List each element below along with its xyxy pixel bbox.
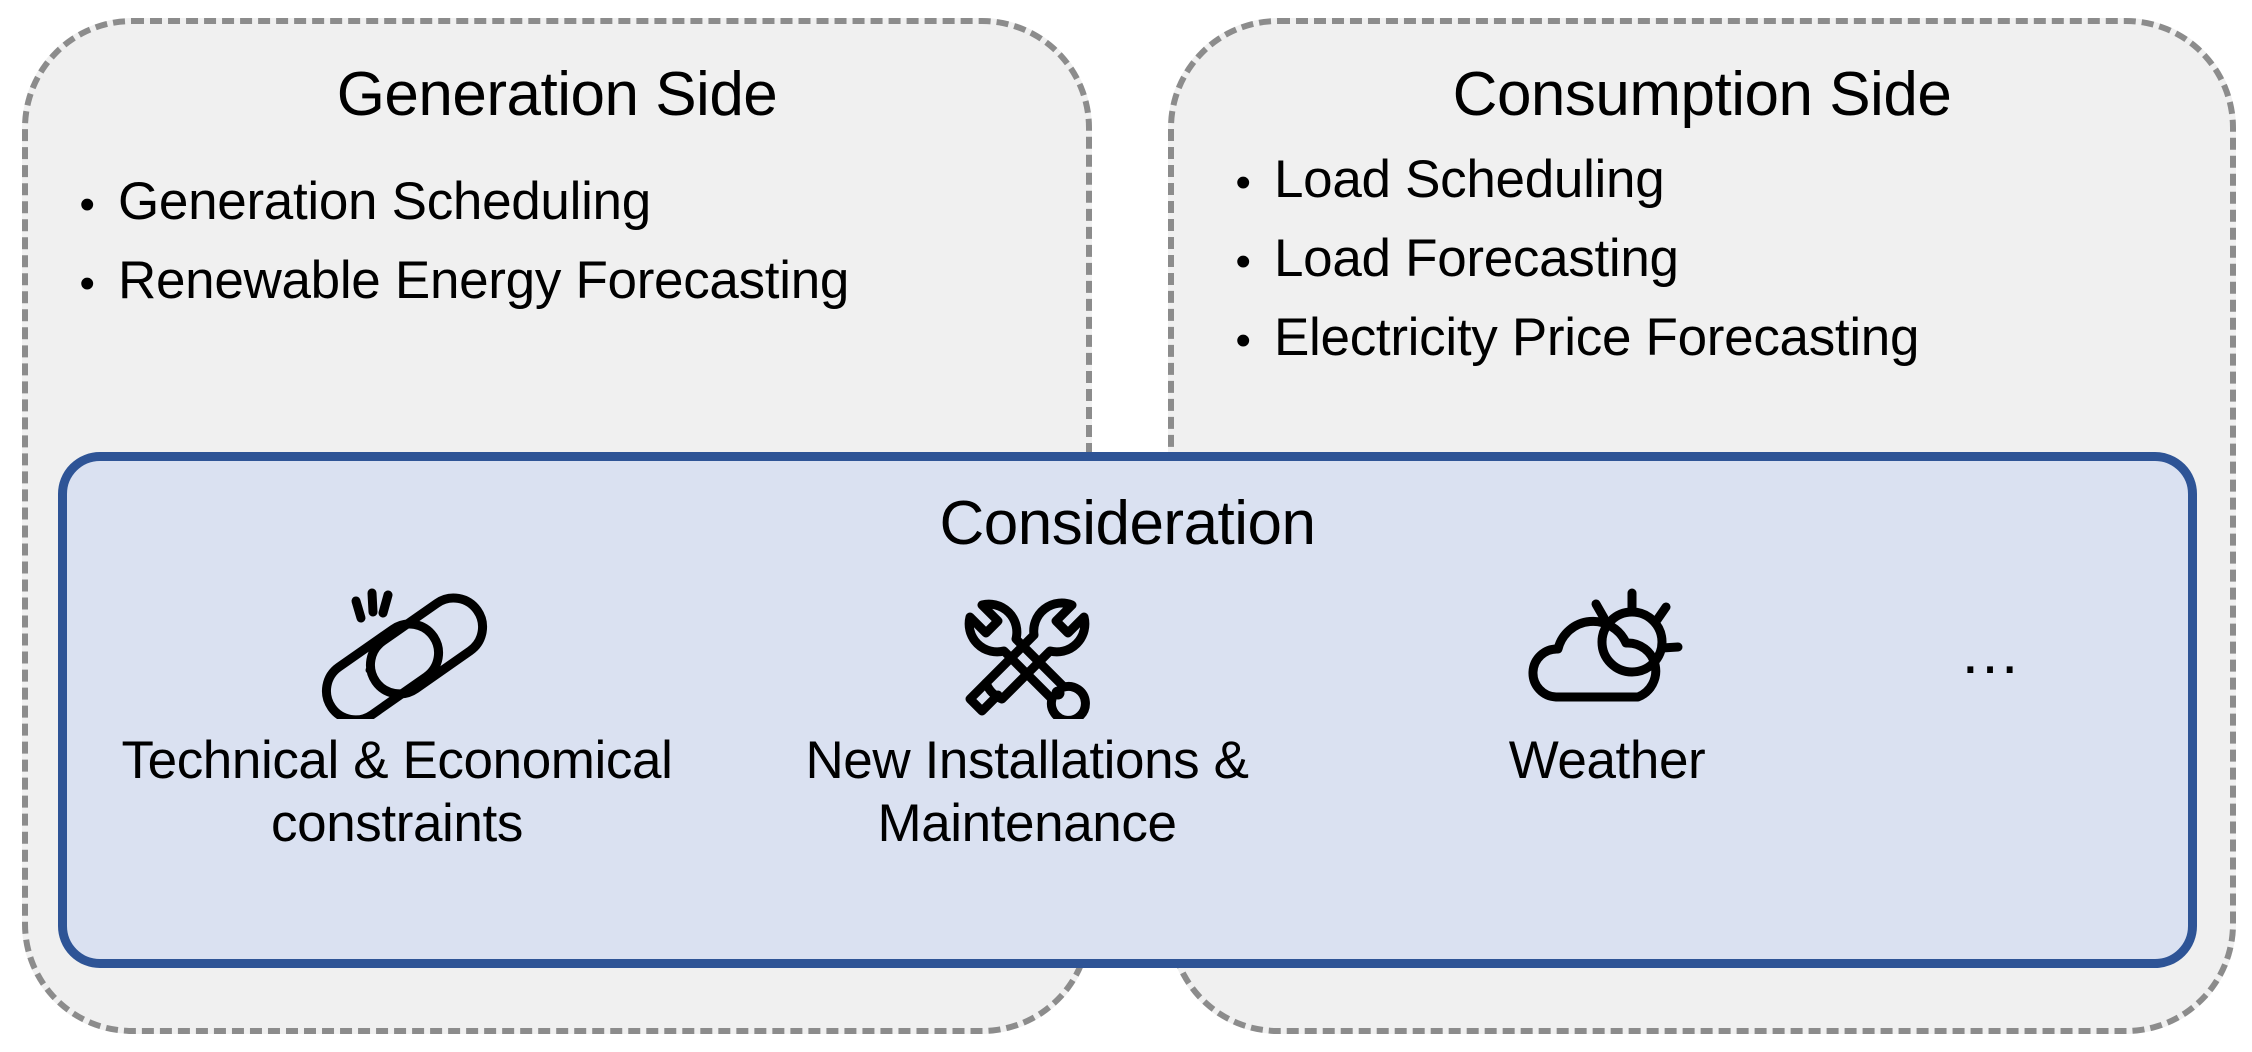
- list-item-label: Renewable Energy Forecasting: [118, 251, 850, 310]
- consideration-item-maintenance: New Installations & Maintenance: [747, 587, 1307, 855]
- bullet-dot-icon: •: [1235, 237, 1251, 286]
- consideration-item-label: Weather: [1508, 731, 1706, 790]
- sun-behind-cloud-icon: [1347, 587, 1867, 719]
- generation-side-bullet-list: • Generation Scheduling • Renewable Ener…: [56, 164, 849, 322]
- list-item: • Load Forecasting: [1212, 221, 1919, 300]
- list-item: • Load Scheduling: [1212, 142, 1919, 221]
- consumption-side-bullet-list: • Load Scheduling • Load Forecasting • E…: [1212, 142, 1919, 379]
- bullet-dot-icon: •: [1235, 158, 1251, 207]
- consideration-box: Consideration: [58, 452, 2197, 968]
- consumption-side-title: Consumption Side: [1452, 60, 1952, 129]
- consideration-items-row: Technical & Economical constraints: [67, 587, 2188, 855]
- consideration-item-weather: Weather: [1347, 587, 1867, 792]
- consideration-item-constraints: Technical & Economical constraints: [77, 587, 717, 855]
- broken-chain-link-icon: [77, 587, 717, 719]
- consideration-item-label: New Installations & Maintenance: [805, 731, 1249, 853]
- list-item-label: Electricity Price Forecasting: [1274, 308, 1920, 367]
- list-item: • Electricity Price Forecasting: [1212, 300, 1919, 379]
- crossed-wrenches-icon: [747, 587, 1307, 719]
- bullet-dot-icon: •: [79, 259, 95, 308]
- bullet-dot-icon: •: [79, 180, 95, 229]
- list-item: • Renewable Energy Forecasting: [56, 243, 849, 322]
- more-considerations-ellipsis: …: [1959, 618, 2027, 687]
- list-item-label: Load Scheduling: [1274, 150, 1665, 209]
- consideration-title: Consideration: [939, 489, 1316, 558]
- consideration-item-label: Technical & Economical constraints: [121, 731, 673, 853]
- list-item-label: Load Forecasting: [1274, 229, 1679, 288]
- bullet-dot-icon: •: [1235, 316, 1251, 365]
- generation-side-title: Generation Side: [336, 60, 778, 129]
- list-item: • Generation Scheduling: [56, 164, 849, 243]
- list-item-label: Generation Scheduling: [118, 172, 651, 231]
